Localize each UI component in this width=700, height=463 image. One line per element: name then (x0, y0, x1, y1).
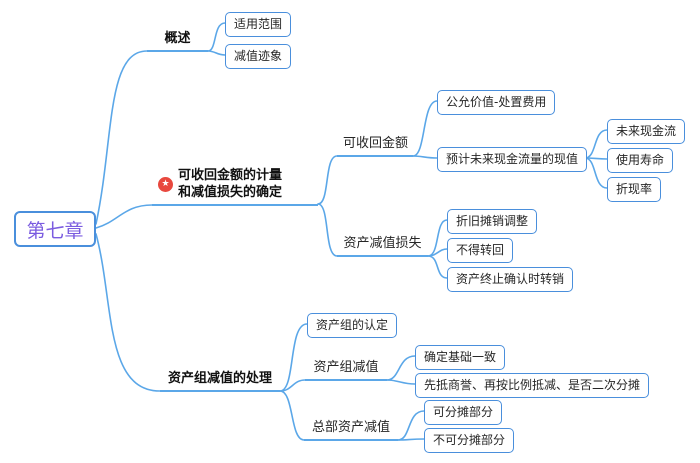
connector-loss-writeoff (427, 255, 448, 279)
node-goodwill-first[interactable]: 先抵商誉、再按比例抵减、是否二次分摊 (415, 373, 650, 398)
connector-root-overview (95, 50, 148, 225)
node-asset-group-identification[interactable]: 资产组的认定 (307, 313, 398, 338)
node-measurement-label: 可收回金额的计量 和减值损失的确定 (178, 168, 283, 200)
node-discount-rate[interactable]: 折现率 (607, 177, 662, 202)
connector-hq-nonallocatable (397, 438, 425, 441)
node-hq-asset-impairment[interactable]: 总部资产减值 (304, 417, 398, 441)
connector-assetgroup-hq (279, 390, 305, 441)
connector-overview-scope (207, 22, 226, 52)
node-impairment-signs[interactable]: 减值迹象 (225, 44, 292, 69)
node-non-allocatable-part[interactable]: 不可分摊部分 (424, 428, 515, 453)
node-fair-value-minus-disposal[interactable]: 公允价值-处置费用 (437, 90, 556, 115)
node-no-reversal[interactable]: 不得转回 (447, 238, 514, 263)
connector-recoverable-presentvalue (412, 155, 438, 159)
connector-measurement-loss (317, 203, 338, 257)
connector-presentvalue-futurecash (584, 129, 608, 159)
node-overview[interactable]: 概述 (147, 28, 208, 52)
connector-recoverable-fairvalue (412, 100, 438, 157)
connector-measurement-recoverable (317, 155, 338, 205)
connector-groupimpairment-basis (386, 355, 416, 381)
node-useful-life[interactable]: 使用寿命 (607, 148, 674, 173)
connector-loss-depreciation (427, 219, 448, 257)
node-asset-group-impairment[interactable]: 资产组减值 (305, 357, 387, 381)
node-depreciation-amortization-adjust[interactable]: 折旧摊销调整 (447, 209, 538, 234)
connector-assetgroup-groupimpairment (279, 379, 306, 392)
node-asset-group-treatment[interactable]: 资产组减值的处理 (160, 368, 280, 392)
node-consistent-basis[interactable]: 确定基础一致 (415, 345, 506, 370)
connector-root-assetgroup (95, 233, 161, 392)
node-recoverable-amount[interactable]: 可收回金额 (337, 133, 413, 157)
node-asset-impairment-loss[interactable]: 资产减值损失 (337, 233, 428, 257)
node-scope[interactable]: 适用范围 (225, 12, 292, 37)
star-icon: ★ (158, 176, 173, 192)
node-writeoff-on-derecognition[interactable]: 资产终止确认时转销 (447, 267, 574, 292)
node-allocatable-part[interactable]: 可分摊部分 (424, 400, 503, 425)
connector-assetgroup-identification (279, 323, 308, 392)
connector-overview-signs (207, 50, 226, 56)
connector-hq-allocatable (397, 410, 425, 441)
connector-loss-noreversal (427, 248, 448, 257)
node-future-cash-flow[interactable]: 未来现金流 (607, 119, 686, 144)
connector-presentvalue-discountrate (584, 157, 608, 189)
connector-groupimpairment-goodwill (386, 379, 416, 385)
node-present-value-future-cash[interactable]: 预计未来现金流量的现值 (437, 147, 588, 172)
node-measurement[interactable]: ★ 可收回金额的计量 和减值损失的确定 (152, 165, 318, 206)
connector-root-measurement (95, 204, 153, 229)
node-chapter-root[interactable]: 第七章 (14, 211, 96, 247)
